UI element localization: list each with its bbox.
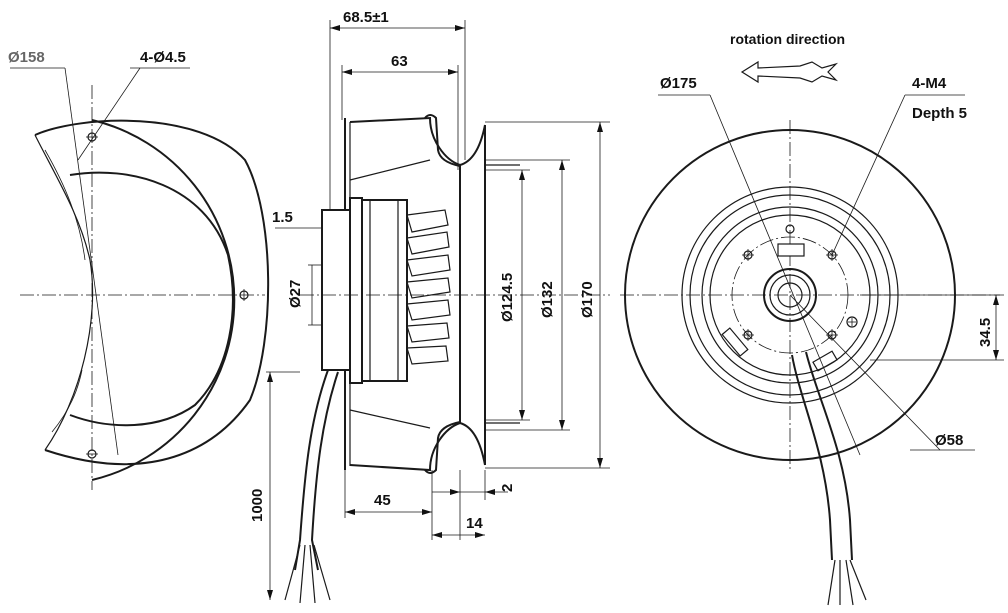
label-depth5: Depth 5: [912, 105, 967, 122]
label-d58: Ø58: [935, 432, 963, 449]
left-view-ring: [10, 67, 270, 490]
label-m4: 4-M4: [912, 75, 947, 92]
label-d45: 45: [374, 492, 391, 509]
label-d132: Ø132: [539, 281, 556, 318]
label-holes: 4-Ø4.5: [140, 49, 186, 66]
front-view: [620, 60, 1004, 606]
label-cable-1000: 1000: [249, 489, 266, 522]
label-d27: Ø27: [287, 280, 304, 308]
label-d34-5: 34.5: [977, 318, 994, 347]
label-rotation: rotation direction: [730, 31, 845, 47]
label-total-depth: 68.5±1: [343, 9, 389, 26]
label-d14: 14: [466, 515, 483, 532]
label-d124-5: Ø124.5: [499, 273, 516, 322]
side-view: [266, 20, 610, 604]
label-d175: Ø175: [660, 75, 697, 92]
label-d170: Ø170: [579, 281, 596, 318]
label-d2: 2: [499, 484, 516, 492]
label-1-5: 1.5: [272, 209, 293, 226]
label-depth-63: 63: [391, 53, 408, 70]
label-d158: Ø158: [8, 49, 45, 66]
